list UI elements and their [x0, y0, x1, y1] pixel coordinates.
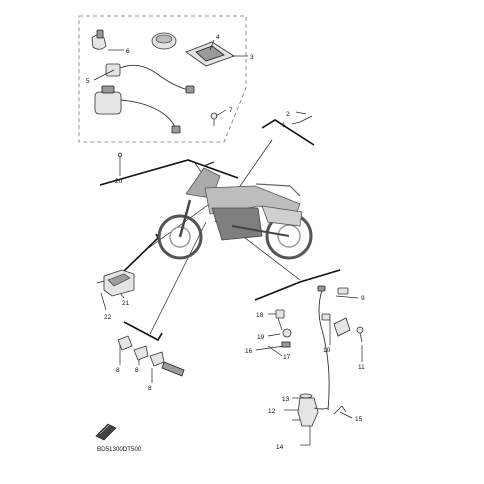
- callout-labels: 6 5 4 3 7 2 1 20 21 22 18 19 16 17 9 10 …: [86, 34, 365, 453]
- callout-20: 20: [115, 178, 123, 185]
- callout-9: 9: [361, 295, 365, 302]
- main-switch[interactable]: [94, 85, 181, 134]
- callout-2: 2: [286, 111, 290, 118]
- screw-20[interactable]: [117, 152, 123, 164]
- callout-3: 3: [250, 54, 254, 61]
- group-brackets: [99, 119, 341, 342]
- key-card[interactable]: [185, 41, 235, 67]
- callout-8a: 8: [116, 367, 120, 374]
- callout-16: 16: [245, 348, 253, 355]
- callout-12: 12: [268, 408, 276, 415]
- callout-8c: 8: [148, 385, 152, 392]
- manual-book-icon: [95, 419, 117, 441]
- meter-assembly[interactable]: [96, 269, 135, 297]
- callout-6: 6: [126, 48, 130, 55]
- callout-8b: 8: [135, 367, 139, 374]
- callout-14: 14: [276, 444, 284, 451]
- dashed-group-box: [78, 15, 247, 143]
- callout-13: 13: [282, 396, 290, 403]
- leader-lines: [93, 39, 363, 446]
- neutral-switch[interactable]: [297, 393, 329, 445]
- immobilizer-unit[interactable]: [91, 29, 107, 50]
- screw-7[interactable]: [210, 112, 218, 126]
- motorcycle: [157, 161, 313, 260]
- callout-17: 17: [283, 354, 291, 361]
- callout-22: 22: [104, 314, 112, 321]
- callout-5: 5: [86, 78, 90, 85]
- callout-7: 7: [229, 107, 233, 114]
- callout-18: 18: [256, 312, 264, 319]
- diagram-code: BD51300DT500: [97, 446, 142, 453]
- callout-21: 21: [122, 300, 130, 307]
- callout-19: 19: [257, 334, 265, 341]
- callout-10: 10: [323, 347, 331, 354]
- main-switch-connector[interactable]: [105, 63, 195, 94]
- handlebar-switch-parts[interactable]: [117, 335, 185, 377]
- callout-15: 15: [355, 416, 363, 423]
- callout-11: 11: [358, 364, 365, 371]
- key-cap[interactable]: [151, 32, 177, 50]
- clip-15[interactable]: [333, 405, 347, 415]
- callout-1: 1: [282, 122, 286, 129]
- callout-4: 4: [216, 34, 220, 41]
- bolt-2-1[interactable]: [299, 115, 313, 123]
- brake-switch-parts[interactable]: [317, 285, 364, 411]
- sensor-parts[interactable]: [275, 309, 292, 348]
